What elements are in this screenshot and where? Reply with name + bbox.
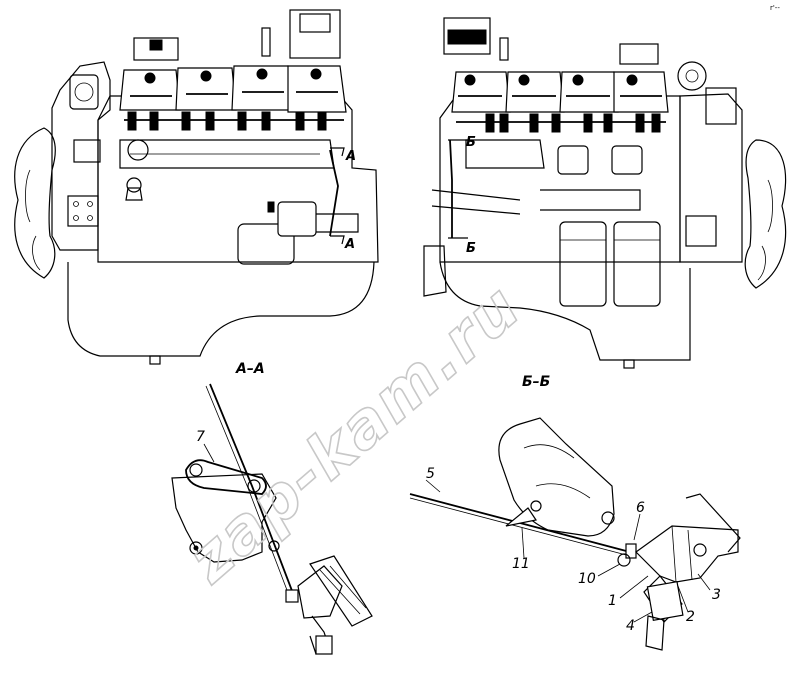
marker-a-upper: A <box>345 149 356 164</box>
callout-7: 7 <box>196 429 205 445</box>
valve-covers-left <box>119 65 347 113</box>
actuator-b <box>635 493 741 651</box>
callout-leaders <box>203 443 711 623</box>
bracket-11 <box>505 507 537 527</box>
control-rod-a <box>209 383 295 597</box>
oil-sump-left <box>67 261 375 357</box>
fan-right <box>744 139 787 289</box>
callout-3: 3 <box>712 587 721 603</box>
corner-mark: r'-- <box>770 4 780 12</box>
section-line-a <box>329 149 339 237</box>
fuel-filters-right <box>559 221 661 307</box>
section-label-b-b: Б–Б <box>522 374 550 390</box>
engine-right-view: Б Б <box>423 17 787 369</box>
section-line-b <box>449 139 453 238</box>
front-cover-left <box>51 61 111 251</box>
detail-a-a <box>171 383 373 655</box>
detail-b-b <box>409 417 741 651</box>
housing-a <box>171 473 277 563</box>
oil-sump-right <box>439 261 691 361</box>
watermark: zap-kam.ru <box>173 270 534 597</box>
fan-left <box>14 127 56 279</box>
actuator-a <box>285 555 373 655</box>
callout-2: 2 <box>686 609 695 625</box>
callout-4: 4 <box>626 618 635 634</box>
injector-row-left <box>124 111 344 131</box>
section-label-a-a: А–А <box>235 361 265 377</box>
callout-11: 11 <box>512 556 530 572</box>
valve-covers-right <box>451 71 669 113</box>
marker-b-upper: Б <box>466 135 476 150</box>
callout-1: 1 <box>608 593 617 609</box>
starter-left <box>237 201 359 265</box>
lever-7 <box>185 459 267 495</box>
marker-a-lower: A <box>344 237 355 252</box>
callout-5: 5 <box>426 466 435 482</box>
callout-6: 6 <box>636 500 645 516</box>
injector-row-right <box>456 113 666 133</box>
marker-b-lower: Б <box>466 241 476 256</box>
callout-10: 10 <box>578 571 596 587</box>
engine-left-view: A A <box>14 9 379 365</box>
